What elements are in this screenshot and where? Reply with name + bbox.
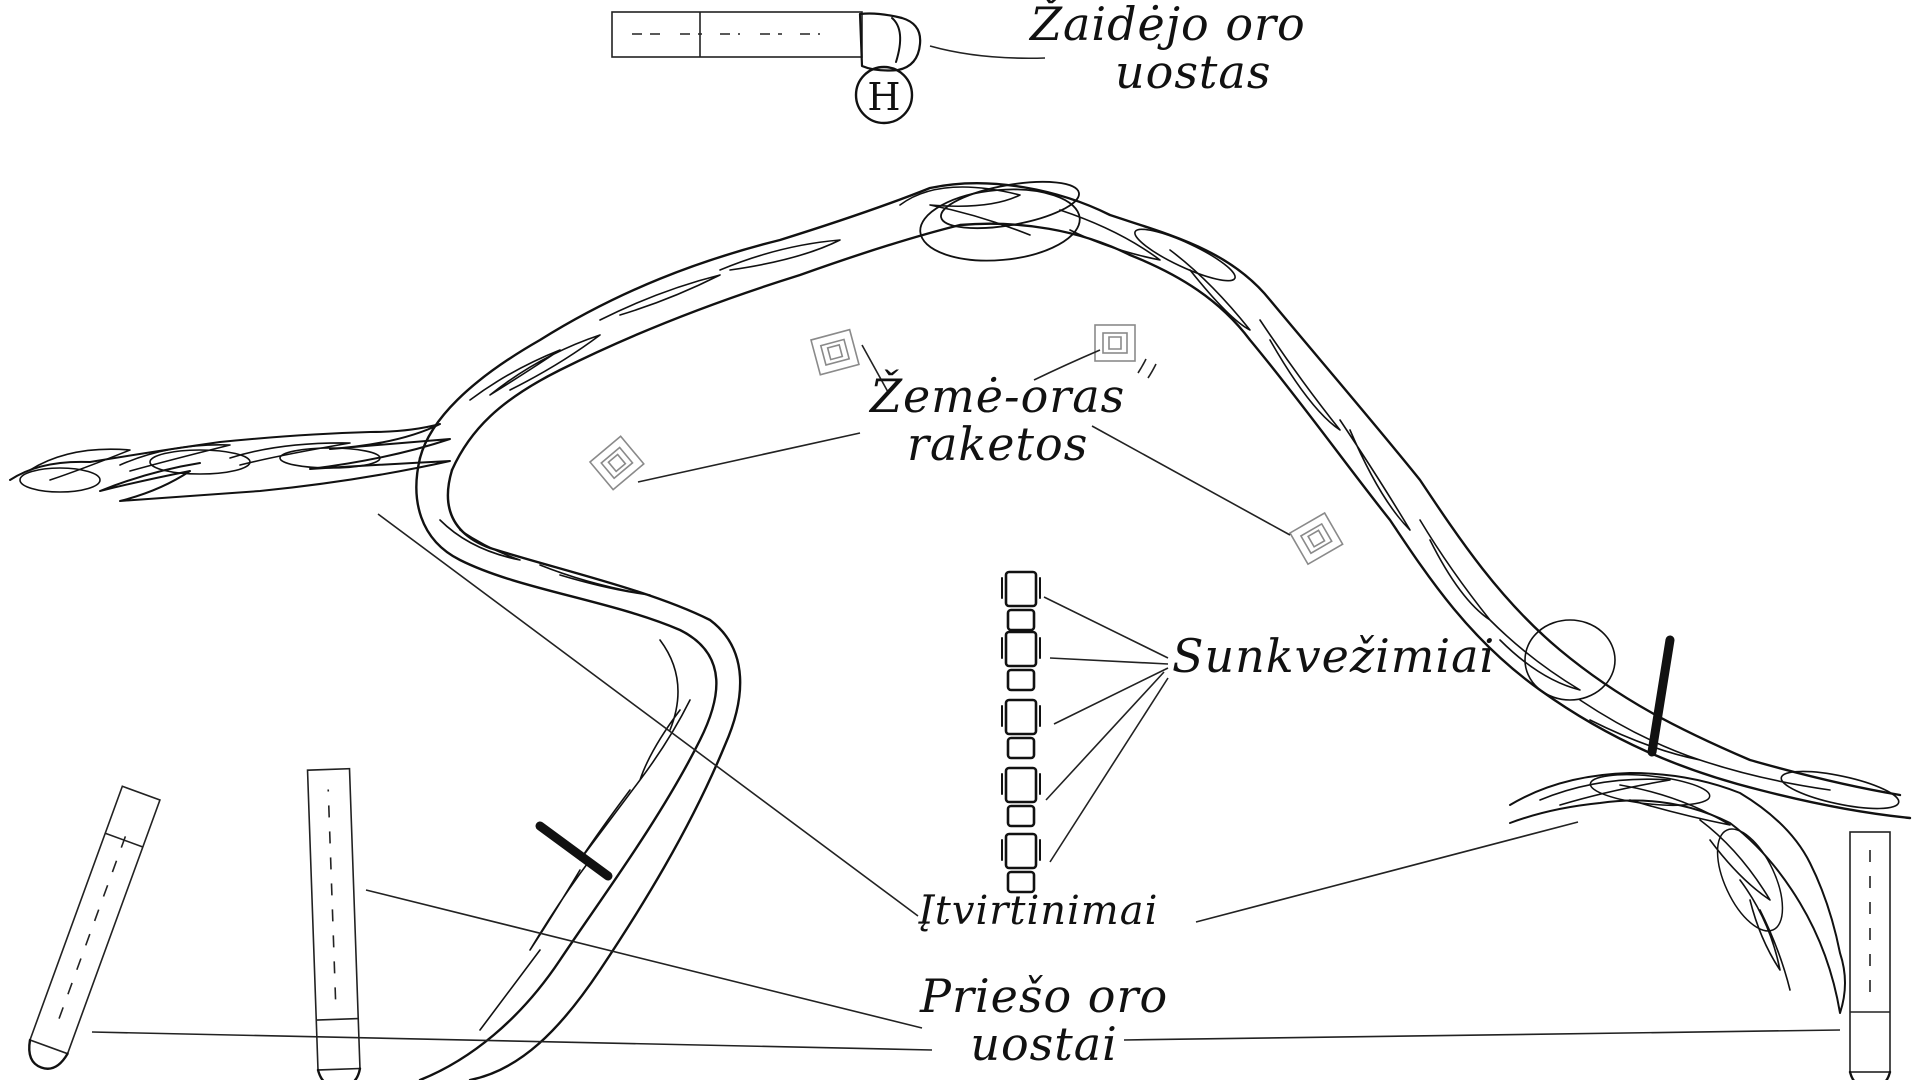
barrier-right — [1652, 640, 1670, 752]
main-road — [416, 173, 1910, 1080]
enemy-runway — [308, 769, 361, 1080]
sam-site — [811, 330, 859, 375]
label-sam: Žemė-oras raketos — [870, 372, 1125, 469]
truck — [1002, 834, 1040, 892]
label-fortifications: Įtvirtinimai — [918, 890, 1158, 932]
truck — [1002, 700, 1040, 758]
sam-site — [1290, 513, 1343, 564]
enemy-runway — [22, 786, 159, 1074]
player-runway — [612, 12, 920, 71]
helipad-symbol: H — [867, 75, 900, 119]
label-player-airbase-line1: Žaidėjo oro — [1030, 0, 1306, 48]
label-player-airbase: Žaidėjo oro uostas — [1030, 0, 1306, 97]
truck — [1002, 572, 1040, 630]
label-fortifications-text: Įtvirtinimai — [918, 890, 1158, 932]
truck — [1002, 768, 1040, 826]
fortification-right — [1510, 770, 1845, 1013]
label-enemy-airbases-line1: Priešo oro — [920, 972, 1168, 1020]
label-trucks-text: Sunkvežimiai — [1172, 632, 1495, 680]
sam-site — [590, 436, 644, 489]
label-enemy-airbases-line2: uostai — [920, 1020, 1168, 1068]
label-sam-line2: raketos — [870, 420, 1125, 468]
label-enemy-airbases: Priešo oro uostai — [920, 972, 1168, 1069]
fortification-leaders — [378, 514, 1578, 922]
truck-leaders — [1044, 597, 1168, 862]
label-sam-line1: Žemė-oras — [870, 372, 1125, 420]
leader-player-airbase — [930, 46, 1045, 58]
label-trucks: Sunkvežimiai — [1172, 632, 1495, 680]
truck-column — [1002, 572, 1040, 892]
enemy-runway — [1850, 832, 1890, 1080]
fortification-left — [10, 424, 450, 501]
label-player-airbase-line2: uostas — [1030, 48, 1306, 96]
helipad: H — [856, 67, 912, 123]
sam-site — [1095, 325, 1135, 361]
truck — [1002, 632, 1040, 690]
